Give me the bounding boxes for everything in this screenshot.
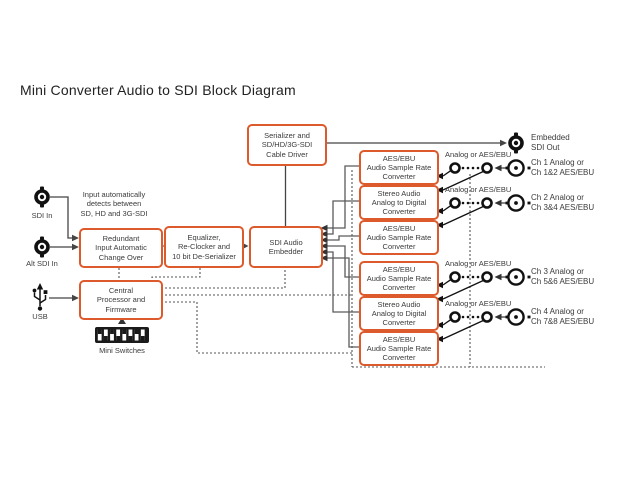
usb-icon — [32, 283, 48, 311]
switch-label-4: Analog or AES/EBU — [445, 299, 512, 308]
block-central-processor: Central Processor and Firmware — [79, 280, 163, 320]
switch-dots — [461, 275, 480, 279]
channel-4-connector-icon — [505, 308, 531, 326]
control-dotted-lines — [118, 170, 545, 368]
block-converter-3: AES/EBU Audio Sample Rate Converter — [359, 220, 439, 255]
channel-switch-2 — [436, 197, 507, 229]
usb-label: USB — [32, 312, 48, 321]
block-converter-4: AES/EBU Audio Sample Rate Converter — [359, 261, 439, 296]
channel-2-label: Ch 2 Analog or Ch 3&4 AES/EBU — [531, 193, 595, 212]
mini-switches-icon — [95, 317, 149, 343]
channel-1-connector-icon — [505, 159, 531, 177]
converter-bus-wires — [327, 165, 359, 348]
embedded-sdi-out-label: Embedded SDI Out — [531, 133, 570, 152]
embedded-sdi-out-bnc-icon — [508, 132, 524, 154]
alt-sdi-in-bnc-icon — [34, 236, 50, 258]
channel-3-connector-icon — [505, 268, 531, 286]
channel-4-label: Ch 4 Analog or Ch 7&8 AES/EBU — [531, 307, 595, 326]
mini-switches-label: Mini Switches — [99, 346, 145, 355]
page-title: Mini Converter Audio to SDI Block Diagra… — [20, 82, 296, 98]
switch-label-3: Analog or AES/EBU — [445, 259, 512, 268]
block-converter-1: AES/EBU Audio Sample Rate Converter — [359, 150, 439, 185]
alt-sdi-in-wire — [50, 243, 79, 251]
block-serializer: Serializer and SD/HD/3G-SDI Cable Driver — [247, 124, 327, 166]
embedder-input-arrows — [320, 224, 328, 262]
sdi-in-bnc-icon — [34, 186, 50, 208]
channel-3-label: Ch 3 Analog or Ch 5&6 AES/EBU — [531, 267, 595, 286]
serializer-to-sdi-out-wire — [323, 139, 507, 147]
block-equalizer: Equalizer, Re-Clocker and 10 bit De-Seri… — [164, 226, 244, 268]
sdi-in-wire — [50, 196, 79, 242]
switch-label-2: Analog or AES/EBU — [445, 185, 512, 194]
channel-switch-1 — [436, 162, 507, 194]
switch-dots — [461, 315, 480, 319]
channel-switch-3 — [436, 271, 507, 303]
block-converter-2: Stereo Audio Analog to Digital Converter — [359, 185, 439, 220]
usb-wire — [49, 294, 79, 302]
block-redundant-input: Redundant Input Automatic Change Over — [79, 228, 163, 268]
block-sdi-audio-embedder: SDI Audio Embedder — [249, 226, 323, 268]
auto-detect-note: Input automatically detects between SD, … — [80, 190, 148, 218]
alt-sdi-in-label: Alt SDI In — [26, 259, 58, 268]
switch-dots — [461, 166, 480, 170]
switch-dots — [461, 201, 480, 205]
switch-label-1: Analog or AES/EBU — [445, 150, 512, 159]
block-converter-5: Stereo Audio Analog to Digital Converter — [359, 296, 439, 331]
channel-2-connector-icon — [505, 194, 531, 212]
channel-switch-4 — [436, 311, 507, 343]
block-converter-6: AES/EBU Audio Sample Rate Converter — [359, 331, 439, 366]
sdi-in-label: SDI In — [31, 211, 53, 220]
channel-1-label: Ch 1 Analog or Ch 1&2 AES/EBU — [531, 158, 595, 177]
